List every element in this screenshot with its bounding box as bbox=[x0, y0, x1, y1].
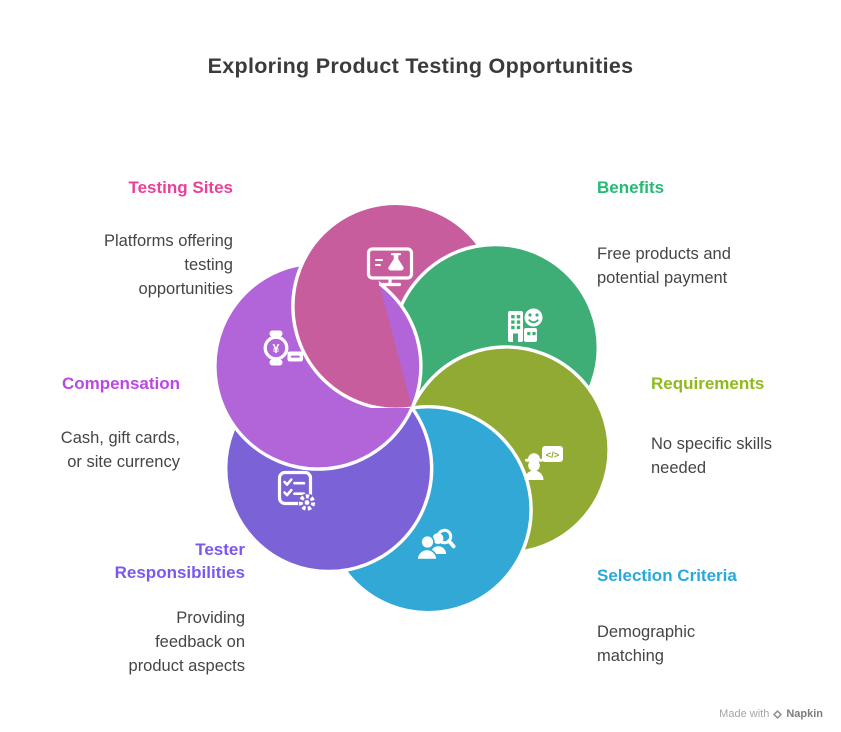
napkin-logo-icon bbox=[773, 709, 783, 719]
section-compensation: Compensation Cash, gift cards, or site c… bbox=[0, 372, 180, 474]
section-selection-criteria: Selection Criteria Demographic matching bbox=[597, 564, 787, 668]
page-title: Exploring Product Testing Opportunities bbox=[207, 54, 634, 78]
section-description: Demographic matching bbox=[597, 620, 787, 668]
section-description: Providing feedback on product aspects bbox=[75, 606, 245, 678]
building-door bbox=[513, 333, 518, 342]
desc-line: Demographic bbox=[597, 623, 696, 641]
check-mark bbox=[283, 488, 293, 497]
worker-helmet-dome bbox=[528, 453, 540, 460]
checklist-gear-icon bbox=[277, 470, 316, 512]
section-requirements: Requirements No specific skills needed bbox=[651, 372, 831, 480]
code-glyph: </> bbox=[546, 450, 560, 461]
front-person-body bbox=[416, 548, 438, 561]
front-person-head bbox=[420, 534, 435, 550]
annex-window bbox=[532, 332, 536, 336]
section-label: Benefits bbox=[597, 178, 665, 197]
watch-strap-bottom bbox=[269, 359, 283, 366]
section-label: Testing Sites bbox=[128, 178, 233, 197]
magnifier-handle bbox=[447, 539, 456, 549]
desc-line: feedback on bbox=[155, 633, 245, 651]
section-label: Selection Criteria bbox=[597, 566, 737, 585]
desc-line: Providing bbox=[176, 609, 245, 627]
section-benefits: Benefits Free products and potential pay… bbox=[597, 176, 807, 290]
currency-glyph: ¥ bbox=[273, 342, 280, 356]
smiley-eye bbox=[535, 313, 539, 317]
section-label: Tester Responsibilities bbox=[114, 540, 245, 582]
watch-strap-top bbox=[269, 330, 283, 337]
made-with-napkin-watermark[interactable]: Made with Napkin bbox=[719, 708, 823, 720]
watermark-brand: Napkin bbox=[786, 708, 823, 720]
building-smiley-icon bbox=[508, 308, 543, 342]
smiley-face bbox=[524, 308, 543, 327]
desc-line: needed bbox=[651, 459, 707, 477]
screen-line bbox=[375, 259, 383, 266]
watch-face bbox=[263, 335, 289, 361]
building-windows bbox=[511, 315, 521, 330]
people-search-icon bbox=[416, 528, 456, 561]
smiley-eye bbox=[528, 313, 532, 317]
section-label: Requirements bbox=[651, 374, 765, 393]
section-description: No specific skills needed bbox=[651, 432, 831, 480]
worker-code-icon: </> bbox=[524, 446, 563, 480]
watch-payment-icon: ¥ bbox=[263, 330, 303, 366]
section-testing-sites: Testing Sites Platforms offering testing… bbox=[23, 176, 233, 301]
gear-teeth bbox=[298, 494, 316, 511]
gear-hub bbox=[304, 500, 310, 505]
desc-line: matching bbox=[597, 647, 664, 665]
payment-card-slot bbox=[290, 355, 300, 358]
desc-line: or site currency bbox=[67, 453, 180, 471]
desc-line: Free products and bbox=[597, 245, 731, 263]
desc-line: product aspects bbox=[128, 657, 245, 675]
flask-shape bbox=[388, 254, 404, 271]
worker-helmet-brim bbox=[525, 458, 543, 462]
section-label: Compensation bbox=[61, 374, 180, 393]
desc-line: testing bbox=[184, 256, 233, 274]
worker-shoulders bbox=[524, 470, 544, 480]
checklist-panel bbox=[277, 470, 313, 506]
building-body bbox=[508, 311, 523, 342]
desc-line: Platforms offering bbox=[103, 232, 233, 250]
desc-line: Cash, gift cards, bbox=[60, 429, 180, 447]
code-panel bbox=[542, 446, 563, 462]
building-annex bbox=[524, 328, 537, 342]
desc-line: opportunities bbox=[138, 280, 233, 298]
check-mark bbox=[283, 478, 293, 486]
section-description: Platforms offering testing opportunities bbox=[23, 229, 233, 301]
worker-head bbox=[528, 459, 540, 472]
section-tester-responsibilities: Tester Responsibilities Providing feedba… bbox=[75, 538, 245, 678]
smiley-mouth bbox=[528, 319, 539, 324]
section-description: Cash, gift cards, or site currency bbox=[0, 426, 180, 474]
annex-window bbox=[527, 332, 531, 336]
desc-line: No specific skills bbox=[651, 435, 773, 453]
watermark-prefix: Made with bbox=[719, 708, 770, 720]
desc-line: potential payment bbox=[597, 269, 728, 287]
magnifier-lens bbox=[436, 528, 453, 545]
monitor-flask-icon bbox=[366, 247, 414, 287]
section-description: Free products and potential payment bbox=[597, 242, 807, 290]
